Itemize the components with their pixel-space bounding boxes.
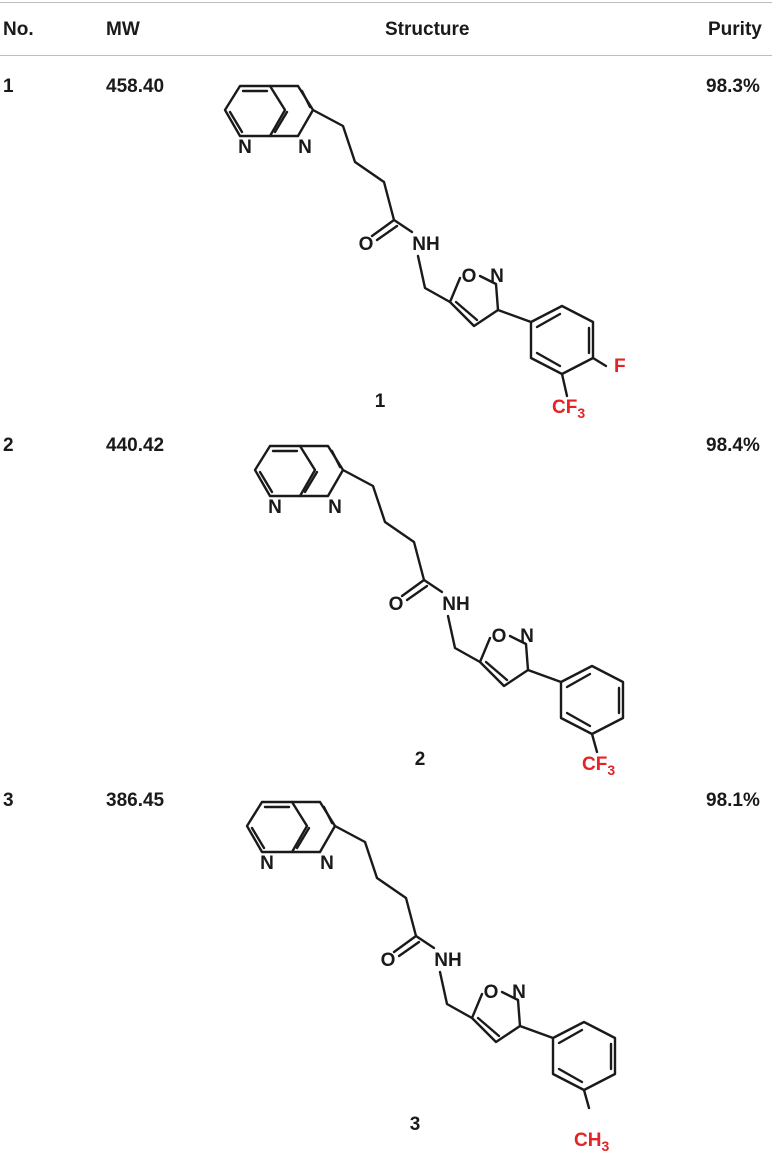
- row-3-purity: 98.1%: [706, 790, 760, 811]
- carbonyl: [392, 934, 421, 958]
- atom-ring-n: N: [490, 266, 504, 287]
- carbonyl: [370, 218, 399, 242]
- methylene: [446, 614, 482, 664]
- phenyl-ring: [529, 304, 595, 376]
- atom-ring-o: O: [462, 266, 477, 287]
- row-2-purity: 98.4%: [706, 435, 760, 456]
- header-structure: Structure: [385, 19, 470, 40]
- atom-o: O: [359, 234, 374, 255]
- compound-label: 2: [415, 749, 426, 770]
- row-1-no: 1: [3, 76, 14, 97]
- atom-nh: NH: [412, 234, 439, 255]
- atom-ring-o: O: [492, 626, 507, 647]
- atom-n: N: [260, 853, 274, 874]
- structure-1: N N O NH O N F CF3 1: [223, 84, 626, 421]
- atom-ring-o: O: [484, 982, 499, 1003]
- atom-nh: NH: [434, 950, 461, 971]
- atom-n: N: [298, 137, 312, 158]
- substituent-meta: CF3: [552, 397, 585, 421]
- header-purity: Purity: [708, 19, 762, 40]
- atom-o: O: [389, 594, 404, 615]
- atom-n: N: [268, 497, 282, 518]
- methylene: [416, 254, 452, 304]
- atom-n: N: [328, 497, 342, 518]
- atom-n: N: [320, 853, 334, 874]
- atom-ring-n: N: [512, 982, 526, 1003]
- naphthyridine-core: [245, 800, 337, 854]
- atom-ring-n: N: [520, 626, 534, 647]
- naphthyridine-core: [223, 84, 315, 138]
- phenyl-ring: [559, 664, 625, 736]
- row-3-mw: 386.45: [106, 790, 165, 811]
- butyl-chain: [333, 824, 418, 938]
- naphthyridine-core: [253, 444, 345, 498]
- structure-3: N N O NH O N CH3 3: [245, 800, 617, 1154]
- row-2-mw: 440.42: [106, 435, 165, 456]
- atom-n: N: [238, 137, 252, 158]
- phenyl-ring: [551, 1020, 617, 1092]
- substituent-meta: CH3: [574, 1130, 609, 1154]
- row-1-mw: 458.40: [106, 76, 165, 97]
- substituent-meta: CF3: [582, 754, 615, 778]
- row-3-no: 3: [3, 790, 14, 811]
- table-top-rule: [0, 2, 772, 3]
- carbonyl: [400, 578, 429, 602]
- header-mw: MW: [106, 19, 140, 40]
- structure-2: N N O NH O N CF3 2: [253, 444, 625, 778]
- header-no: No.: [3, 19, 34, 40]
- butyl-chain: [341, 468, 426, 582]
- compound-label: 3: [410, 1114, 421, 1135]
- butyl-chain: [311, 108, 396, 222]
- row-2-no: 2: [3, 435, 14, 456]
- methylene: [438, 970, 474, 1020]
- atom-o: O: [381, 950, 396, 971]
- atom-nh: NH: [442, 594, 469, 615]
- table-header-rule: [0, 55, 772, 56]
- substituent-para: F: [614, 356, 626, 377]
- compound-label: 1: [375, 391, 386, 412]
- row-1-purity: 98.3%: [706, 76, 760, 97]
